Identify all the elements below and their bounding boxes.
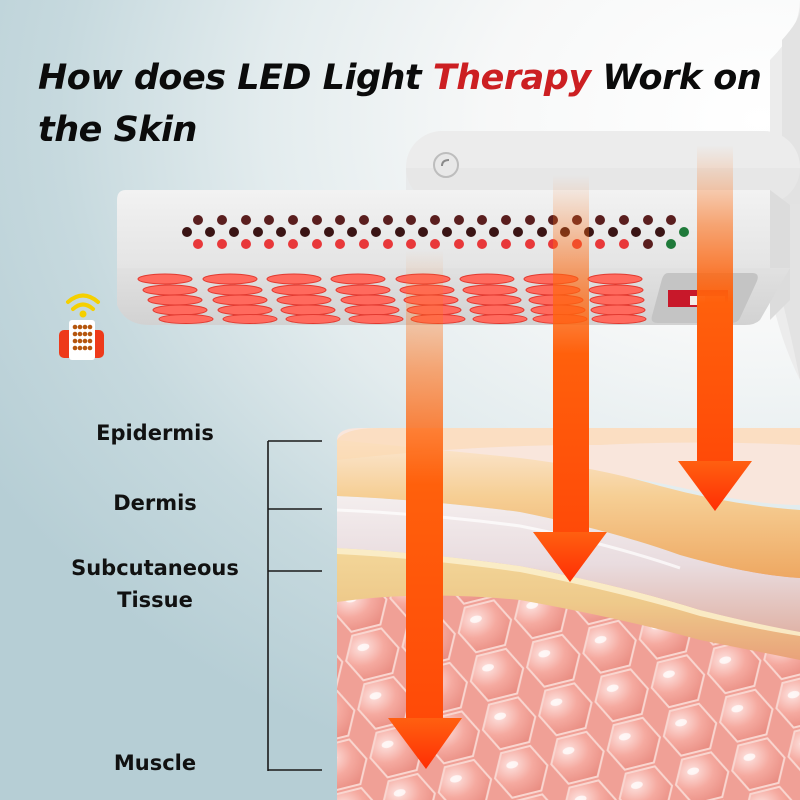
led-panel-device xyxy=(117,190,790,325)
title-part1: How does LED Light xyxy=(38,58,433,98)
label-subcutaneous-line1: Subcutaneous xyxy=(71,556,239,580)
label-dermis: Dermis xyxy=(113,491,197,515)
wifi-remote-icon xyxy=(59,293,104,360)
label-muscle: Muscle xyxy=(113,751,197,775)
title-accent-therapy: Therapy xyxy=(432,58,591,98)
layer-bracket xyxy=(267,440,322,771)
label-subcutaneous-tissue: Subcutaneous Tissue xyxy=(50,552,260,616)
arrow-medium-dermis xyxy=(533,175,607,582)
led-array xyxy=(137,273,647,324)
subcutaneous-layer xyxy=(337,548,800,660)
label-subcutaneous-line2: Tissue xyxy=(117,588,193,612)
arrow-shallow-epidermis xyxy=(678,145,752,511)
page-title: How does LED Light Therapy Work on the S… xyxy=(38,52,778,156)
label-epidermis: Epidermis xyxy=(96,421,214,445)
title-part2: Work on the Skin xyxy=(38,58,762,150)
arrow-deep-muscle xyxy=(388,250,462,769)
